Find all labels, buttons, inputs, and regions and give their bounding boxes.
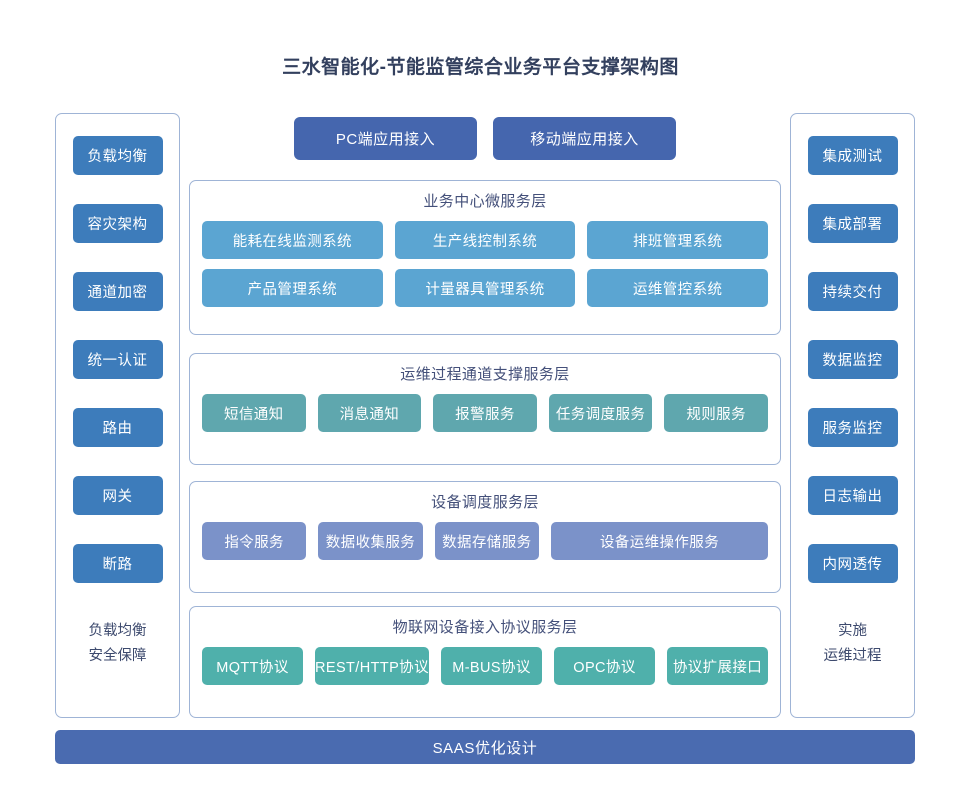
layer-row: 短信通知 消息通知 报警服务 任务调度服务 规则服务 (202, 394, 768, 432)
sidebar-item-disaster-recovery[interactable]: 容灾架构 (72, 204, 163, 243)
left-support-column: 负载均衡 容灾架构 通道加密 统一认证 路由 网关 断路 负载均衡 安全保障 (55, 113, 180, 718)
layer-business-microservice: 业务中心微服务层 能耗在线监测系统 生产线控制系统 排班管理系统 产品管理系统 … (189, 180, 781, 335)
sidebar-item-gateway[interactable]: 网关 (72, 476, 163, 515)
sidebar-item-data-monitoring[interactable]: 数据监控 (807, 340, 898, 379)
protocol-chip-mqtt[interactable]: MQTT协议 (202, 647, 304, 685)
sidebar-item-integration-deploy[interactable]: 集成部署 (807, 204, 898, 243)
service-chip-product-management[interactable]: 产品管理系统 (202, 269, 383, 307)
layer-row: 产品管理系统 计量器具管理系统 运维管控系统 (202, 269, 769, 307)
access-button-mobile[interactable]: 移动端应用接入 (493, 117, 676, 160)
sidebar-item-load-balance[interactable]: 负载均衡 (72, 136, 163, 175)
right-support-column: 集成测试 集成部署 持续交付 数据监控 服务监控 日志输出 内网透传 实施 运维… (790, 113, 915, 718)
service-chip-data-collection[interactable]: 数据收集服务 (318, 522, 423, 560)
saas-optimization-bar[interactable]: SAAS优化设计 (55, 730, 915, 764)
layer-title-iot: 物联网设备接入协议服务层 (392, 619, 578, 636)
layer-title-business: 业务中心微服务层 (423, 193, 547, 210)
left-caption-line-1: 负载均衡 (88, 623, 147, 639)
sidebar-item-circuit-breaker[interactable]: 断路 (72, 544, 163, 583)
sidebar-item-integration-test[interactable]: 集成测试 (807, 136, 898, 175)
layer-row: 指令服务 数据收集服务 数据存储服务 设备运维操作服务 (202, 522, 768, 560)
service-chip-ops-control[interactable]: 运维管控系统 (587, 269, 769, 307)
service-chip-energy-monitoring[interactable]: 能耗在线监测系统 (202, 221, 383, 259)
sidebar-item-log-output[interactable]: 日志输出 (807, 476, 898, 515)
sidebar-item-intranet-passthrough[interactable]: 内网透传 (807, 544, 898, 583)
left-caption-line-2: 安全保障 (88, 647, 147, 664)
layer-row: 能耗在线监测系统 生产线控制系统 排班管理系统 (202, 221, 769, 259)
layer-device-scheduling: 设备调度服务层 指令服务 数据收集服务 数据存储服务 设备运维操作服务 (189, 481, 781, 593)
service-chip-sms-notification[interactable]: 短信通知 (202, 394, 306, 432)
sidebar-item-continuous-delivery[interactable]: 持续交付 (807, 272, 898, 311)
sidebar-item-routing[interactable]: 路由 (72, 408, 163, 447)
layer-title-ops: 运维过程通道支撑服务层 (400, 366, 570, 383)
access-button-pc[interactable]: PC端应用接入 (294, 117, 477, 160)
service-chip-command-service[interactable]: 指令服务 (202, 522, 307, 560)
protocol-chip-mbus[interactable]: M-BUS协议 (440, 647, 542, 685)
service-chip-alarm-service[interactable]: 报警服务 (433, 394, 537, 432)
right-caption-line-2: 运维过程 (823, 647, 882, 664)
sidebar-item-service-monitoring[interactable]: 服务监控 (807, 408, 898, 447)
protocol-chip-rest-http[interactable]: REST/HTTP协议 (315, 647, 429, 685)
sidebar-item-channel-encryption[interactable]: 通道加密 (72, 272, 163, 311)
protocol-chip-opc[interactable]: OPC协议 (554, 647, 656, 685)
right-column-caption: 实施 运维过程 (824, 619, 882, 669)
service-chip-message-notification[interactable]: 消息通知 (317, 394, 422, 432)
service-chip-production-line-control[interactable]: 生产线控制系统 (394, 221, 576, 259)
layer-iot-protocol-access: 物联网设备接入协议服务层 MQTT协议 REST/HTTP协议 M-BUS协议 … (189, 606, 781, 718)
service-chip-shift-management[interactable]: 排班管理系统 (587, 221, 769, 259)
application-access-row: PC端应用接入 移动端应用接入 (188, 117, 782, 160)
service-chip-device-ops-operation[interactable]: 设备运维操作服务 (550, 522, 768, 560)
center-stack: PC端应用接入 移动端应用接入 业务中心微服务层 能耗在线监测系统 生产线控制系… (188, 113, 782, 718)
service-chip-metering-device-management[interactable]: 计量器具管理系统 (394, 269, 576, 307)
sidebar-item-unified-auth[interactable]: 统一认证 (72, 340, 163, 379)
layer-ops-channel-support: 运维过程通道支撑服务层 短信通知 消息通知 报警服务 任务调度服务 规则服务 (189, 353, 781, 465)
layer-row: MQTT协议 REST/HTTP协议 M-BUS协议 OPC协议 协议扩展接口 (202, 647, 769, 685)
right-caption-line-1: 实施 (838, 623, 867, 639)
layer-title-device: 设备调度服务层 (431, 494, 539, 511)
protocol-chip-extension-interface[interactable]: 协议扩展接口 (667, 647, 769, 685)
service-chip-rule-service[interactable]: 规则服务 (664, 394, 768, 432)
architecture-diagram: 负载均衡 容灾架构 通道加密 统一认证 路由 网关 断路 负载均衡 安全保障 P… (55, 113, 915, 764)
page-title: 三水智能化-节能监管综合业务平台支撑架构图 (282, 57, 679, 78)
left-column-caption: 负载均衡 安全保障 (89, 619, 147, 669)
service-chip-task-scheduling[interactable]: 任务调度服务 (548, 394, 653, 432)
service-chip-data-storage[interactable]: 数据存储服务 (434, 522, 539, 560)
